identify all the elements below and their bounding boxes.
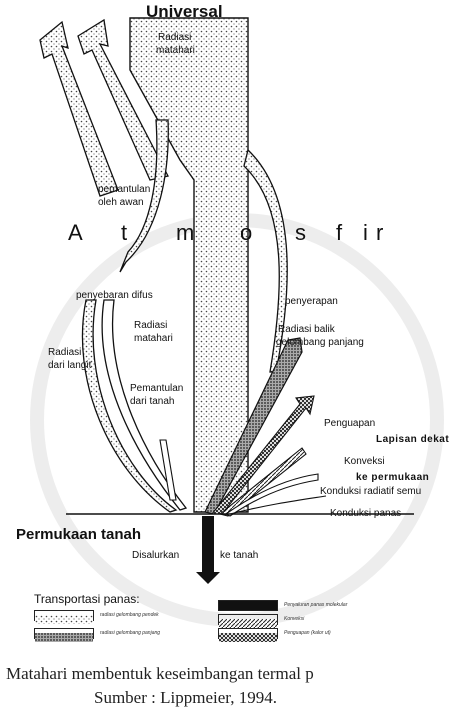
convection-label: Konveksi [344,456,385,467]
atmosfir-letter-a: A [68,220,83,246]
atmosfir-letter-m: m [176,220,194,246]
cloud-reflection-line1: pemantulan [98,184,150,195]
ground-reflection-line1: Pemantulan [130,383,183,394]
evaporation-label: Penguapan [324,418,375,429]
figure-caption-line1: Matahari membentuk keseimbangan termal p [6,664,475,684]
solar-radiation-top-line1: Radiasi [158,32,191,43]
legend-swatch-longwave [34,628,94,639]
near-layer-label: Lapisan dekat [376,434,449,445]
solar-radiation-column [130,18,248,512]
back-radiation-line1: Radiasi balik [278,324,335,335]
ground-surface-label: Permukaan tanah [16,526,141,543]
legend-text-evaporation: Penguapan (kalor ut) [284,630,331,636]
cloud-reflection-line2: oleh awan [98,197,144,208]
sky-radiation-line2: dari langit [48,360,91,371]
sky-radiation-line1: Radiasi [48,347,81,358]
legend-text-conduction: Penyaluran panas molekular [284,602,347,608]
diffuse-scatter-label: penyebaran difus [76,290,153,301]
conducted-label: Disalurkan [132,550,179,561]
legend-text-shortwave: radiasi gelombang pendek [100,612,159,618]
legend-title: Transportasi panas: [34,592,140,606]
radiative-conduction-label: Konduksi radiatif semu [320,486,421,497]
legend-swatch-convection [218,614,278,625]
universal-label: Universal [146,2,223,22]
legend-swatch-conduction [218,600,278,611]
atmosfir-letter-r: r [376,220,383,246]
legend-text-convection: Konveksi [284,616,304,622]
to-ground-arrow [196,516,220,584]
atmosfir-letter-o: o [240,220,252,246]
legend-text-longwave: radiasi gelombang panjang [100,630,160,636]
ground-reflection-arrow [160,440,176,500]
solar-radiation-top-line2: matahari [156,45,195,56]
atmosfir-letter-s: s [295,220,306,246]
legend-swatch-evaporation [218,628,278,639]
legend-swatch-shortwave [34,610,94,621]
to-surface-label: ke permukaan [356,472,429,483]
ground-reflection-line2: dari tanah [130,396,174,407]
absorption-label: penyerapan [285,296,338,307]
solar-radiation-mid-line2: matahari [134,333,173,344]
solar-radiation-mid-line1: Radiasi [134,320,167,331]
atmosfir-letter-f: f [336,220,342,246]
to-ground-label: ke tanah [220,550,258,561]
cloud-reflection-arrow-left [40,22,118,196]
back-radiation-line2: gelombang panjang [276,337,364,348]
atmosfir-letter-i: i [363,220,368,246]
figure-caption-source: Sumber : Lippmeier, 1994. [94,688,475,708]
heat-conduction-label: Konduksi panas [330,508,401,519]
atmosfir-letter-t: t [121,220,127,246]
